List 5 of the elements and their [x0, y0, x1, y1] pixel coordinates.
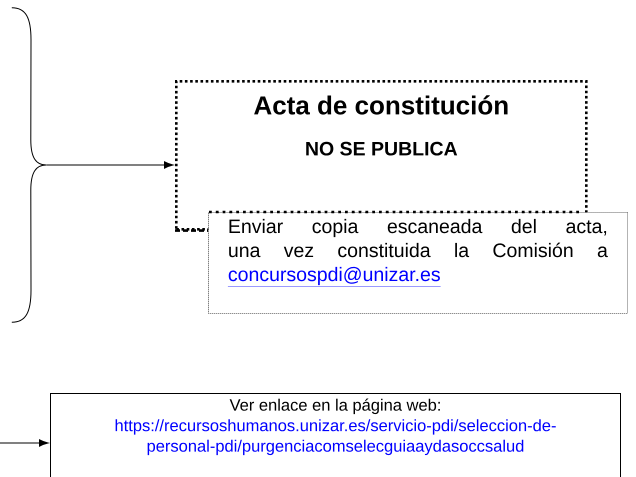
- arrow: [46, 161, 174, 169]
- brace-drawing: [11, 7, 47, 323]
- link-box: Ver enlace en la página web: https://recursoshumanos.unizar.es/servicio-pdi/seleccion-de-personal-pdi/purgenciacomselecguiaaydasoccsalud: [50, 393, 621, 477]
- arrow: [0, 439, 48, 447]
- note-box: Enviar copia escaneada del acta, una vez constituida la Comisión a concursospdi@unizar.es: [208, 210, 628, 314]
